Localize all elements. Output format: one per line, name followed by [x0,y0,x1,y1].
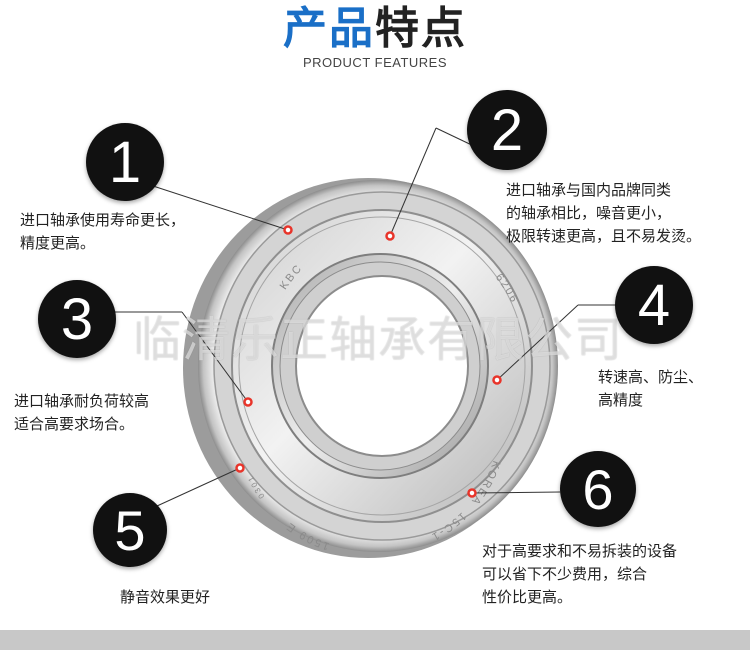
feature-text-6: 对于高要求和不易拆装的设备 可以省下不少费用，综合 性价比更高。 [482,540,677,609]
feature-text-4: 转速高、防尘、 高精度 [598,366,703,412]
leader-line-3b [181,311,249,403]
feature-2-line: 极限转速更高，且不易发烫。 [506,227,702,245]
leader-line-2b [389,127,437,237]
feature-1-line: 精度更高。 [20,234,96,252]
feature-badge-4: 4 [615,266,693,344]
feature-6-line: 性价比更高。 [482,588,573,606]
marker-dot-4 [492,375,502,385]
feature-1-line: 进口轴承使用寿命更长， [20,211,186,229]
page-subtitle: PRODUCT FEATURES [302,55,448,70]
leader-lines [110,127,618,507]
feature-6-line: 对于高要求和不易拆装的设备 [482,542,678,560]
feature-badge-2: 2 [467,90,547,170]
feature-text-3: 进口轴承耐负荷较高 适合高要求场合。 [14,390,149,436]
feature-5-line: 静音效果更好 [120,588,211,606]
leader-line-1 [149,184,289,231]
feature-4-line: 高精度 [598,391,644,409]
feature-6-line: 可以省下不少费用，综合 [482,565,648,583]
feature-badge-5: 5 [93,493,167,567]
marker-dot-3 [243,397,253,407]
title-part-products: 产品 [283,3,375,54]
leader-line-5 [156,467,241,507]
marker-dot-2 [385,231,395,241]
leader-line-6 [471,491,561,494]
title-part-features: 特点 [375,3,467,54]
bottom-divider-bar [0,630,750,650]
feature-2-line: 的轴承相比，噪音更小， [506,204,672,222]
feature-text-1: 进口轴承使用寿命更长， 精度更高。 [20,209,185,255]
feature-4-line: 转速高、防尘、 [598,368,704,386]
feature-text-2: 进口轴承与国内品牌同类 的轴承相比，噪音更小， 极限转速更高，且不易发烫。 [506,179,701,248]
marker-dot-5 [235,463,245,473]
page-title: 产品特点 [0,2,750,56]
marker-dot-1 [283,225,293,235]
marker-dot-6 [467,488,477,498]
feature-2-line: 进口轴承与国内品牌同类 [506,181,672,199]
feature-3-line: 适合高要求场合。 [14,415,135,433]
bearing-body [183,178,558,558]
feature-badge-1: 1 [86,123,164,201]
feature-badge-3: 3 [38,280,116,358]
feature-3-line: 进口轴承耐负荷较高 [14,392,150,410]
feature-badge-6: 6 [560,451,636,527]
leader-line-4b [496,304,579,381]
feature-text-5: 静音效果更好 [120,586,210,609]
